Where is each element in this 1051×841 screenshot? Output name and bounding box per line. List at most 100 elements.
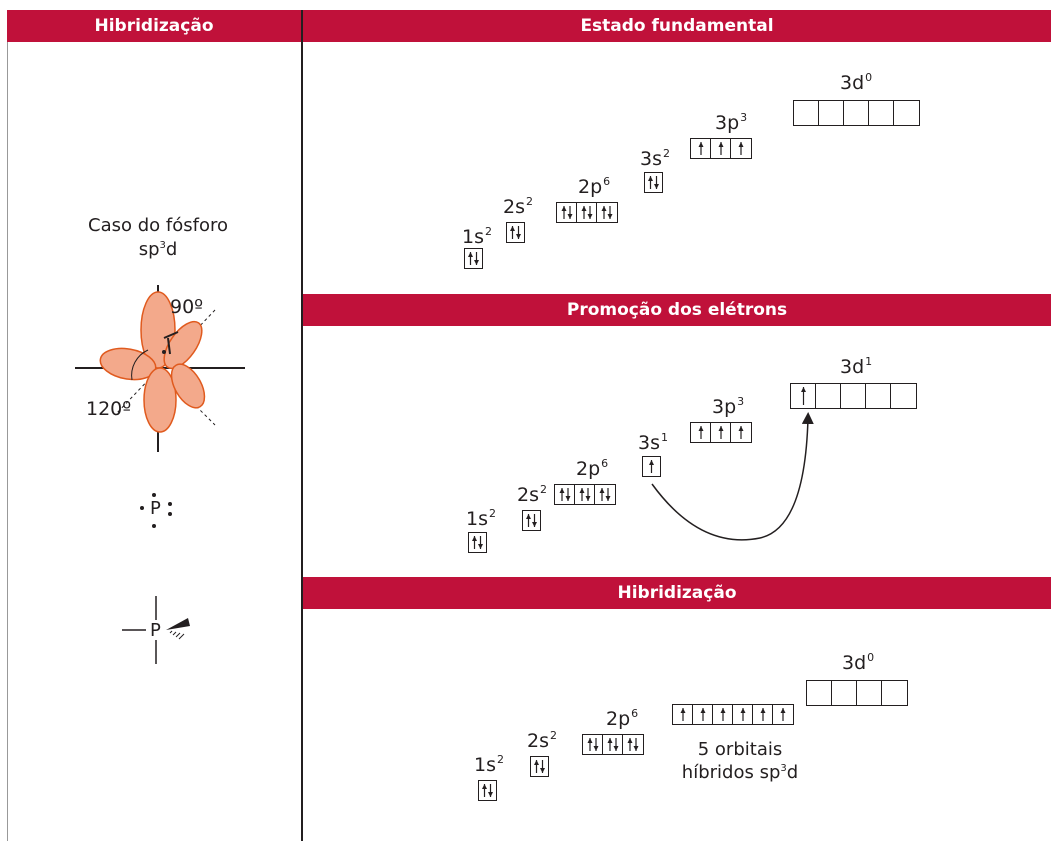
sp3d-orbital-diagram bbox=[75, 285, 245, 452]
orbital-cell bbox=[623, 735, 643, 754]
s1-label-2s: 2s2 bbox=[503, 195, 533, 218]
orbital-cell bbox=[753, 705, 773, 724]
orbital-cell bbox=[583, 735, 603, 754]
orbital-cell bbox=[791, 384, 816, 408]
case-title: Caso do fósforo sp3d bbox=[88, 215, 228, 261]
orbital-cell bbox=[465, 249, 482, 268]
electron-up-arrow bbox=[587, 738, 593, 751]
electron-up-arrow bbox=[649, 460, 654, 473]
orbital-cell bbox=[866, 384, 891, 408]
electron-up-arrow bbox=[698, 142, 704, 155]
s3-orbital-1s bbox=[478, 780, 497, 801]
orbital-cell bbox=[794, 101, 819, 125]
electron-up-arrow bbox=[526, 514, 531, 527]
s3-label-3d: 3d0 bbox=[842, 651, 875, 674]
orbital-cell bbox=[857, 681, 882, 705]
orbital-cell bbox=[693, 705, 713, 724]
lobe-lower-right bbox=[170, 363, 206, 409]
electron-up-arrow bbox=[559, 488, 565, 501]
electron-down-arrow bbox=[474, 252, 479, 265]
orbital-cell bbox=[807, 681, 832, 705]
electron-up-arrow bbox=[561, 206, 567, 219]
s2-orbital-3p bbox=[690, 422, 752, 443]
electron-up-arrow bbox=[780, 708, 786, 721]
orbital-cell bbox=[841, 384, 866, 408]
s1-orbital-2s bbox=[506, 222, 525, 243]
s1-label-3s: 3s2 bbox=[640, 147, 670, 170]
s2-orbital-2s bbox=[522, 510, 541, 531]
electron-up-arrow bbox=[718, 142, 724, 155]
electron-up-arrow bbox=[581, 206, 587, 219]
header-hibridizacao: Hibridização bbox=[303, 577, 1051, 609]
s1-label-3p: 3p3 bbox=[715, 111, 748, 134]
left-border bbox=[7, 42, 8, 841]
s1-label-1s: 1s2 bbox=[462, 225, 492, 248]
electron-up-arrow bbox=[468, 252, 473, 265]
electron-down-arrow bbox=[654, 176, 659, 189]
s1-orbital-3p bbox=[690, 138, 752, 159]
s3-orbital-2p bbox=[582, 734, 644, 755]
orbital-cell bbox=[711, 139, 731, 158]
orbital-cell bbox=[832, 681, 857, 705]
orbital-cell bbox=[557, 203, 577, 222]
electron-up-arrow bbox=[801, 387, 806, 405]
electron-down-arrow bbox=[607, 206, 613, 219]
orbital-cell bbox=[894, 101, 919, 125]
electron-up-arrow bbox=[720, 708, 726, 721]
electron-down-arrow bbox=[587, 206, 593, 219]
orbital-cell bbox=[555, 485, 575, 504]
s1-label-2p: 2p6 bbox=[578, 175, 611, 198]
s1-orbital-3s bbox=[644, 172, 663, 193]
orbital-cell bbox=[673, 705, 693, 724]
s3-label-2s: 2s2 bbox=[527, 729, 557, 752]
s1-orbital-2p bbox=[556, 202, 618, 223]
s2-label-2s: 2s2 bbox=[517, 483, 547, 506]
orbital-cell bbox=[773, 705, 793, 724]
orbital-cell bbox=[869, 101, 894, 125]
electron-down-arrow bbox=[605, 488, 611, 501]
electron-down-arrow bbox=[567, 206, 573, 219]
orbital-cell bbox=[713, 705, 733, 724]
electron-down-arrow bbox=[633, 738, 639, 751]
s2-label-1s: 1s2 bbox=[466, 507, 496, 530]
header-promocao: Promoção dos elétrons bbox=[303, 294, 1051, 326]
electron-up-arrow bbox=[482, 784, 487, 797]
s3-orbital-2s bbox=[530, 756, 549, 777]
electron-up-arrow bbox=[760, 708, 766, 721]
orbital-cell bbox=[882, 681, 907, 705]
electron-down-arrow bbox=[593, 738, 599, 751]
orbital-cell bbox=[507, 223, 524, 242]
s1-orbital-3d bbox=[793, 100, 920, 126]
orbital-cell bbox=[816, 384, 841, 408]
orbital-cell bbox=[643, 457, 660, 476]
s2-label-3d: 3d1 bbox=[840, 355, 873, 378]
electron-up-arrow bbox=[534, 760, 539, 773]
orbital-cell bbox=[469, 533, 486, 552]
orbital-cell bbox=[819, 101, 844, 125]
structural-formula: P bbox=[118, 596, 198, 666]
orbital-cell bbox=[523, 511, 540, 530]
s3-orbital-3d bbox=[806, 680, 908, 706]
lobe-bottom bbox=[143, 367, 177, 433]
orbital-cell bbox=[531, 757, 548, 776]
electron-down-arrow bbox=[478, 536, 483, 549]
orbital-cell bbox=[595, 485, 615, 504]
electron-up-arrow bbox=[698, 426, 704, 439]
s2-orbital-1s bbox=[468, 532, 487, 553]
electron-up-arrow bbox=[740, 708, 746, 721]
angle-90-label: 90º bbox=[170, 296, 204, 318]
s3-orbital-sp3d-hybrid bbox=[672, 704, 794, 725]
electron-up-arrow bbox=[627, 738, 633, 751]
promotion-arrow bbox=[651, 412, 814, 541]
electron-up-arrow bbox=[510, 226, 515, 239]
electron-down-arrow bbox=[565, 488, 571, 501]
orbital-cell bbox=[479, 781, 496, 800]
electron-down-arrow bbox=[516, 226, 521, 239]
s2-orbital-3d bbox=[790, 383, 917, 409]
header-estado-fundamental: Estado fundamental bbox=[303, 10, 1051, 42]
hybrid-caption: 5 orbitais híbridos sp3d bbox=[681, 739, 799, 784]
electron-up-arrow bbox=[700, 708, 706, 721]
s1-orbital-1s bbox=[464, 248, 483, 269]
electron-up-arrow bbox=[738, 142, 744, 155]
electron-down-arrow bbox=[488, 784, 493, 797]
